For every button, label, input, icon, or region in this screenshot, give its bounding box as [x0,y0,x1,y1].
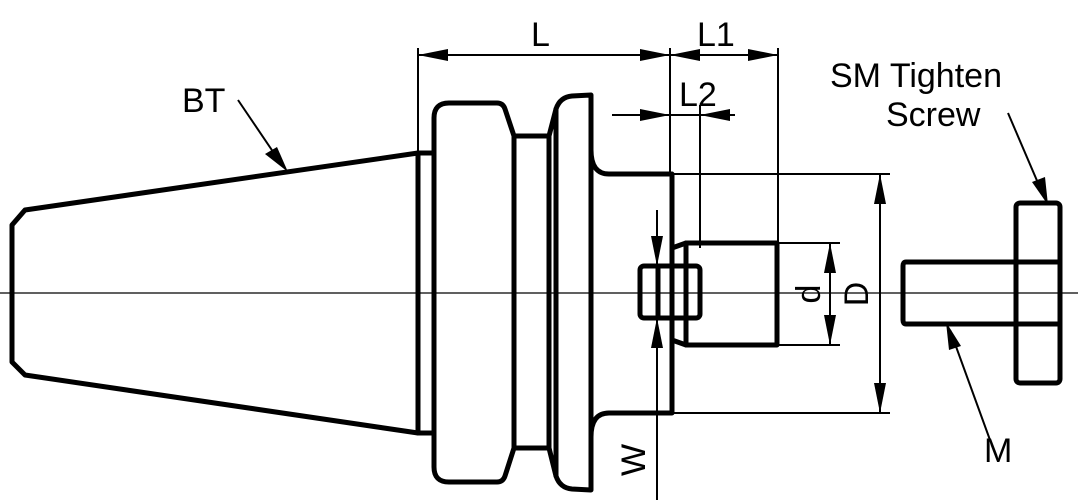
label-l: L [531,16,550,54]
label-bt: BT [182,82,225,120]
screw-in-holder [637,263,703,321]
holder-body [588,147,675,440]
flange [431,92,594,493]
dimension-l2: L2 [612,76,735,121]
dimension-l1: L1 [670,16,778,61]
bore [669,240,780,348]
dimension-d-small: d [790,243,836,345]
label-screw: Screw [886,96,981,134]
label-l1: L1 [697,16,735,54]
dimension-l: L [418,16,670,61]
dimension-d-large: D [838,174,886,413]
leader-bt: BT [182,82,288,172]
dimension-w: W [615,210,663,500]
sm-tighten-screw [900,200,1063,386]
label-l2: L2 [679,76,717,114]
label-sm-tighten: SM Tighten [830,57,1002,95]
label-m: M [984,432,1012,470]
leader-m: M [946,322,1012,470]
leader-sm-tighten-screw: SM Tighten Screw [830,57,1048,205]
taper-shank [9,150,437,436]
label-d-small: d [790,285,828,304]
label-w: W [615,444,653,476]
label-d-large: D [838,282,876,307]
